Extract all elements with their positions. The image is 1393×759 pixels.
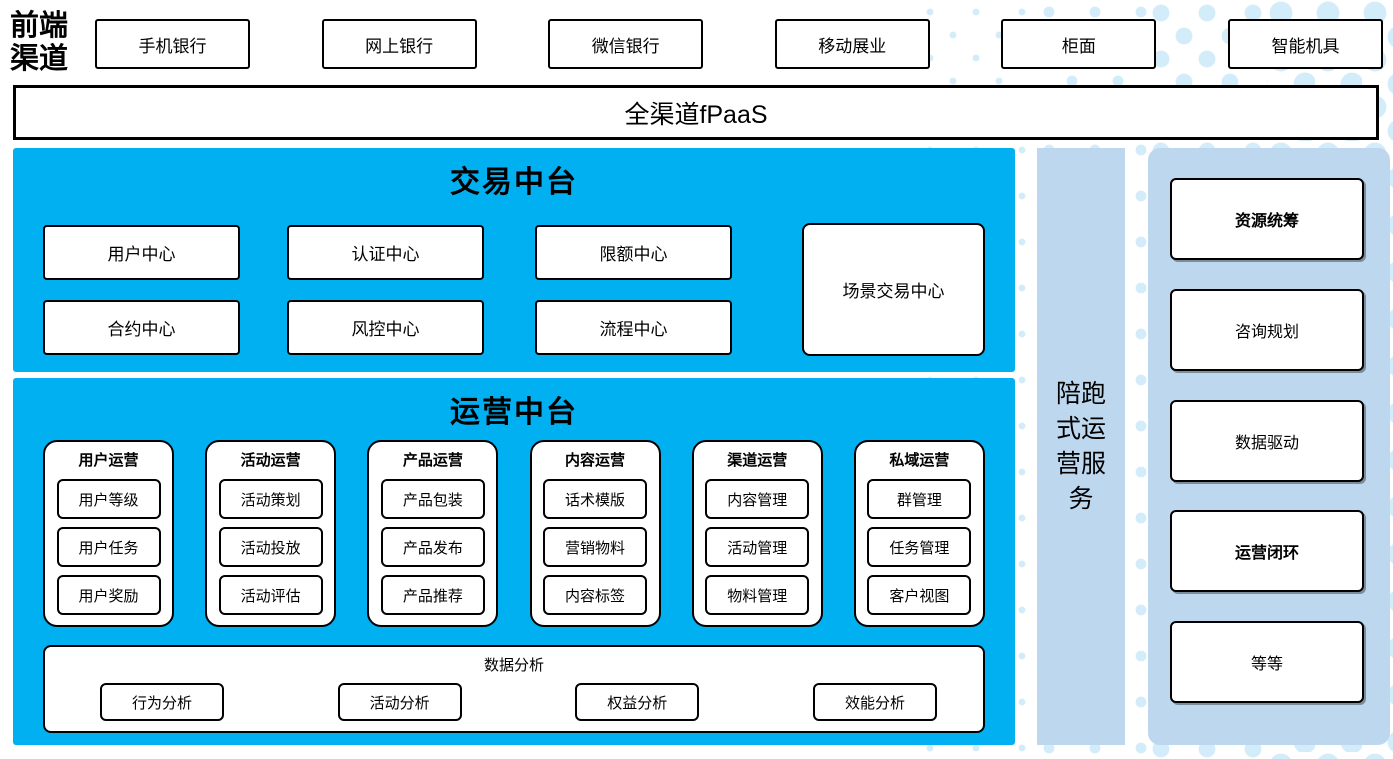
- op-item: 产品推荐: [380, 575, 485, 615]
- channel-box-wechat-banking: 微信银行: [548, 19, 704, 69]
- service-items-panel: 资源统筹 咨询规划 数据驱动 运营闭环 等等: [1148, 148, 1390, 745]
- data-analysis-box: 数据分析 行为分析 活动分析 权益分析 效能分析: [43, 645, 985, 733]
- op-item: 物料管理: [705, 575, 810, 615]
- front-channels-row: 手机银行 网上银行 微信银行 移动展业 柜面 智能机具: [95, 19, 1383, 69]
- op-item: 内容标签: [543, 575, 648, 615]
- data-analysis-row: 行为分析 活动分析 权益分析 效能分析: [45, 675, 983, 721]
- product-operation-column: 产品运营 产品包装 产品发布 产品推荐: [367, 440, 499, 627]
- op-item: 用户任务: [56, 527, 161, 567]
- rights-analysis-box: 权益分析: [575, 683, 700, 721]
- transaction-platform-section: 交易中台 用户中心 认证中心 限额中心 合约中心 风控中心 流程中心 场景交易中…: [13, 148, 1015, 372]
- data-analysis-title: 数据分析: [483, 657, 544, 674]
- transaction-platform-title: 交易中台: [450, 166, 578, 199]
- channel-box-counter: 柜面: [1001, 19, 1157, 69]
- column-items: 用户等级 用户任务 用户奖励: [56, 479, 161, 615]
- op-item: 群管理: [867, 479, 972, 519]
- user-center-box: 用户中心: [43, 225, 240, 280]
- limit-center-box: 限额中心: [535, 225, 732, 280]
- scene-transaction-center-box: 场景交易中心: [802, 223, 985, 356]
- column-items: 产品包装 产品发布 产品推荐: [380, 479, 485, 615]
- private-domain-operation-column: 私域运营 群管理 任务管理 客户视图: [853, 440, 985, 627]
- accompanying-service-bar: 陪跑式运营服务: [1037, 148, 1125, 745]
- efficiency-analysis-box: 效能分析: [812, 683, 937, 721]
- data-driven-box: 数据驱动: [1170, 399, 1364, 482]
- auth-center-box: 认证中心: [287, 225, 484, 280]
- column-title: 产品运营: [402, 452, 463, 469]
- operation-columns-row: 用户运营 用户等级 用户任务 用户奖励 活动运营 活动策划 活动投放 活动评估 …: [43, 440, 985, 627]
- user-operation-column: 用户运营 用户等级 用户任务 用户奖励: [43, 440, 174, 627]
- op-item: 活动投放: [218, 527, 323, 567]
- column-title: 活动运营: [240, 452, 301, 469]
- operation-platform-section: 运营中台 用户运营 用户等级 用户任务 用户奖励 活动运营 活动策划 活动投放 …: [13, 378, 1015, 745]
- content-operation-column: 内容运营 话术模版 营销物料 内容标签: [529, 440, 661, 627]
- consulting-planning-box: 咨询规划: [1170, 288, 1364, 371]
- operation-closed-loop-box: 运营闭环: [1170, 510, 1364, 593]
- column-title: 私域运营: [889, 452, 950, 469]
- channel-box-mobile-banking: 手机银行: [95, 19, 250, 69]
- channel-operation-column: 渠道运营 内容管理 活动管理 物料管理: [691, 440, 823, 627]
- front-channels-label: 前端渠道: [10, 10, 69, 75]
- column-items: 活动策划 活动投放 活动评估: [218, 479, 323, 615]
- op-item: 话术模版: [543, 479, 648, 519]
- process-center-box: 流程中心: [535, 300, 732, 355]
- op-item: 产品发布: [380, 527, 485, 567]
- channel-box-mobile-sales: 移动展业: [774, 19, 930, 69]
- column-title: 渠道运营: [727, 452, 788, 469]
- contract-center-box: 合约中心: [43, 300, 240, 355]
- op-item: 营销物料: [543, 527, 648, 567]
- fpaas-bar: 全渠道fPaaS: [13, 85, 1379, 140]
- resource-coordination-box: 资源统筹: [1170, 178, 1364, 260]
- behavior-analysis-box: 行为分析: [100, 683, 224, 721]
- accompanying-service-label: 陪跑式运营服务: [1055, 379, 1106, 513]
- risk-center-box: 风控中心: [287, 300, 484, 355]
- channel-box-smart-machines: 智能机具: [1227, 19, 1383, 69]
- operation-platform-title: 运营中台: [450, 396, 578, 429]
- op-item: 用户等级: [56, 479, 161, 519]
- column-items: 话术模版 营销物料 内容标签: [543, 479, 648, 615]
- column-title: 内容运营: [565, 452, 626, 469]
- channel-box-online-banking: 网上银行: [321, 19, 477, 69]
- column-items: 内容管理 活动管理 物料管理: [705, 479, 810, 615]
- op-item: 客户视图: [867, 575, 972, 615]
- activity-analysis-box: 活动分析: [337, 683, 462, 721]
- op-item: 任务管理: [867, 527, 972, 567]
- op-item: 内容管理: [705, 479, 810, 519]
- op-item: 产品包装: [380, 479, 485, 519]
- column-title: 用户运营: [78, 452, 139, 469]
- op-item: 活动策划: [218, 479, 323, 519]
- op-item: 活动评估: [218, 575, 323, 615]
- etc-box: 等等: [1170, 621, 1364, 703]
- activity-operation-column: 活动运营 活动策划 活动投放 活动评估: [205, 440, 337, 627]
- column-items: 群管理 任务管理 客户视图: [867, 479, 972, 615]
- op-item: 用户奖励: [56, 575, 161, 615]
- op-item: 活动管理: [705, 527, 810, 567]
